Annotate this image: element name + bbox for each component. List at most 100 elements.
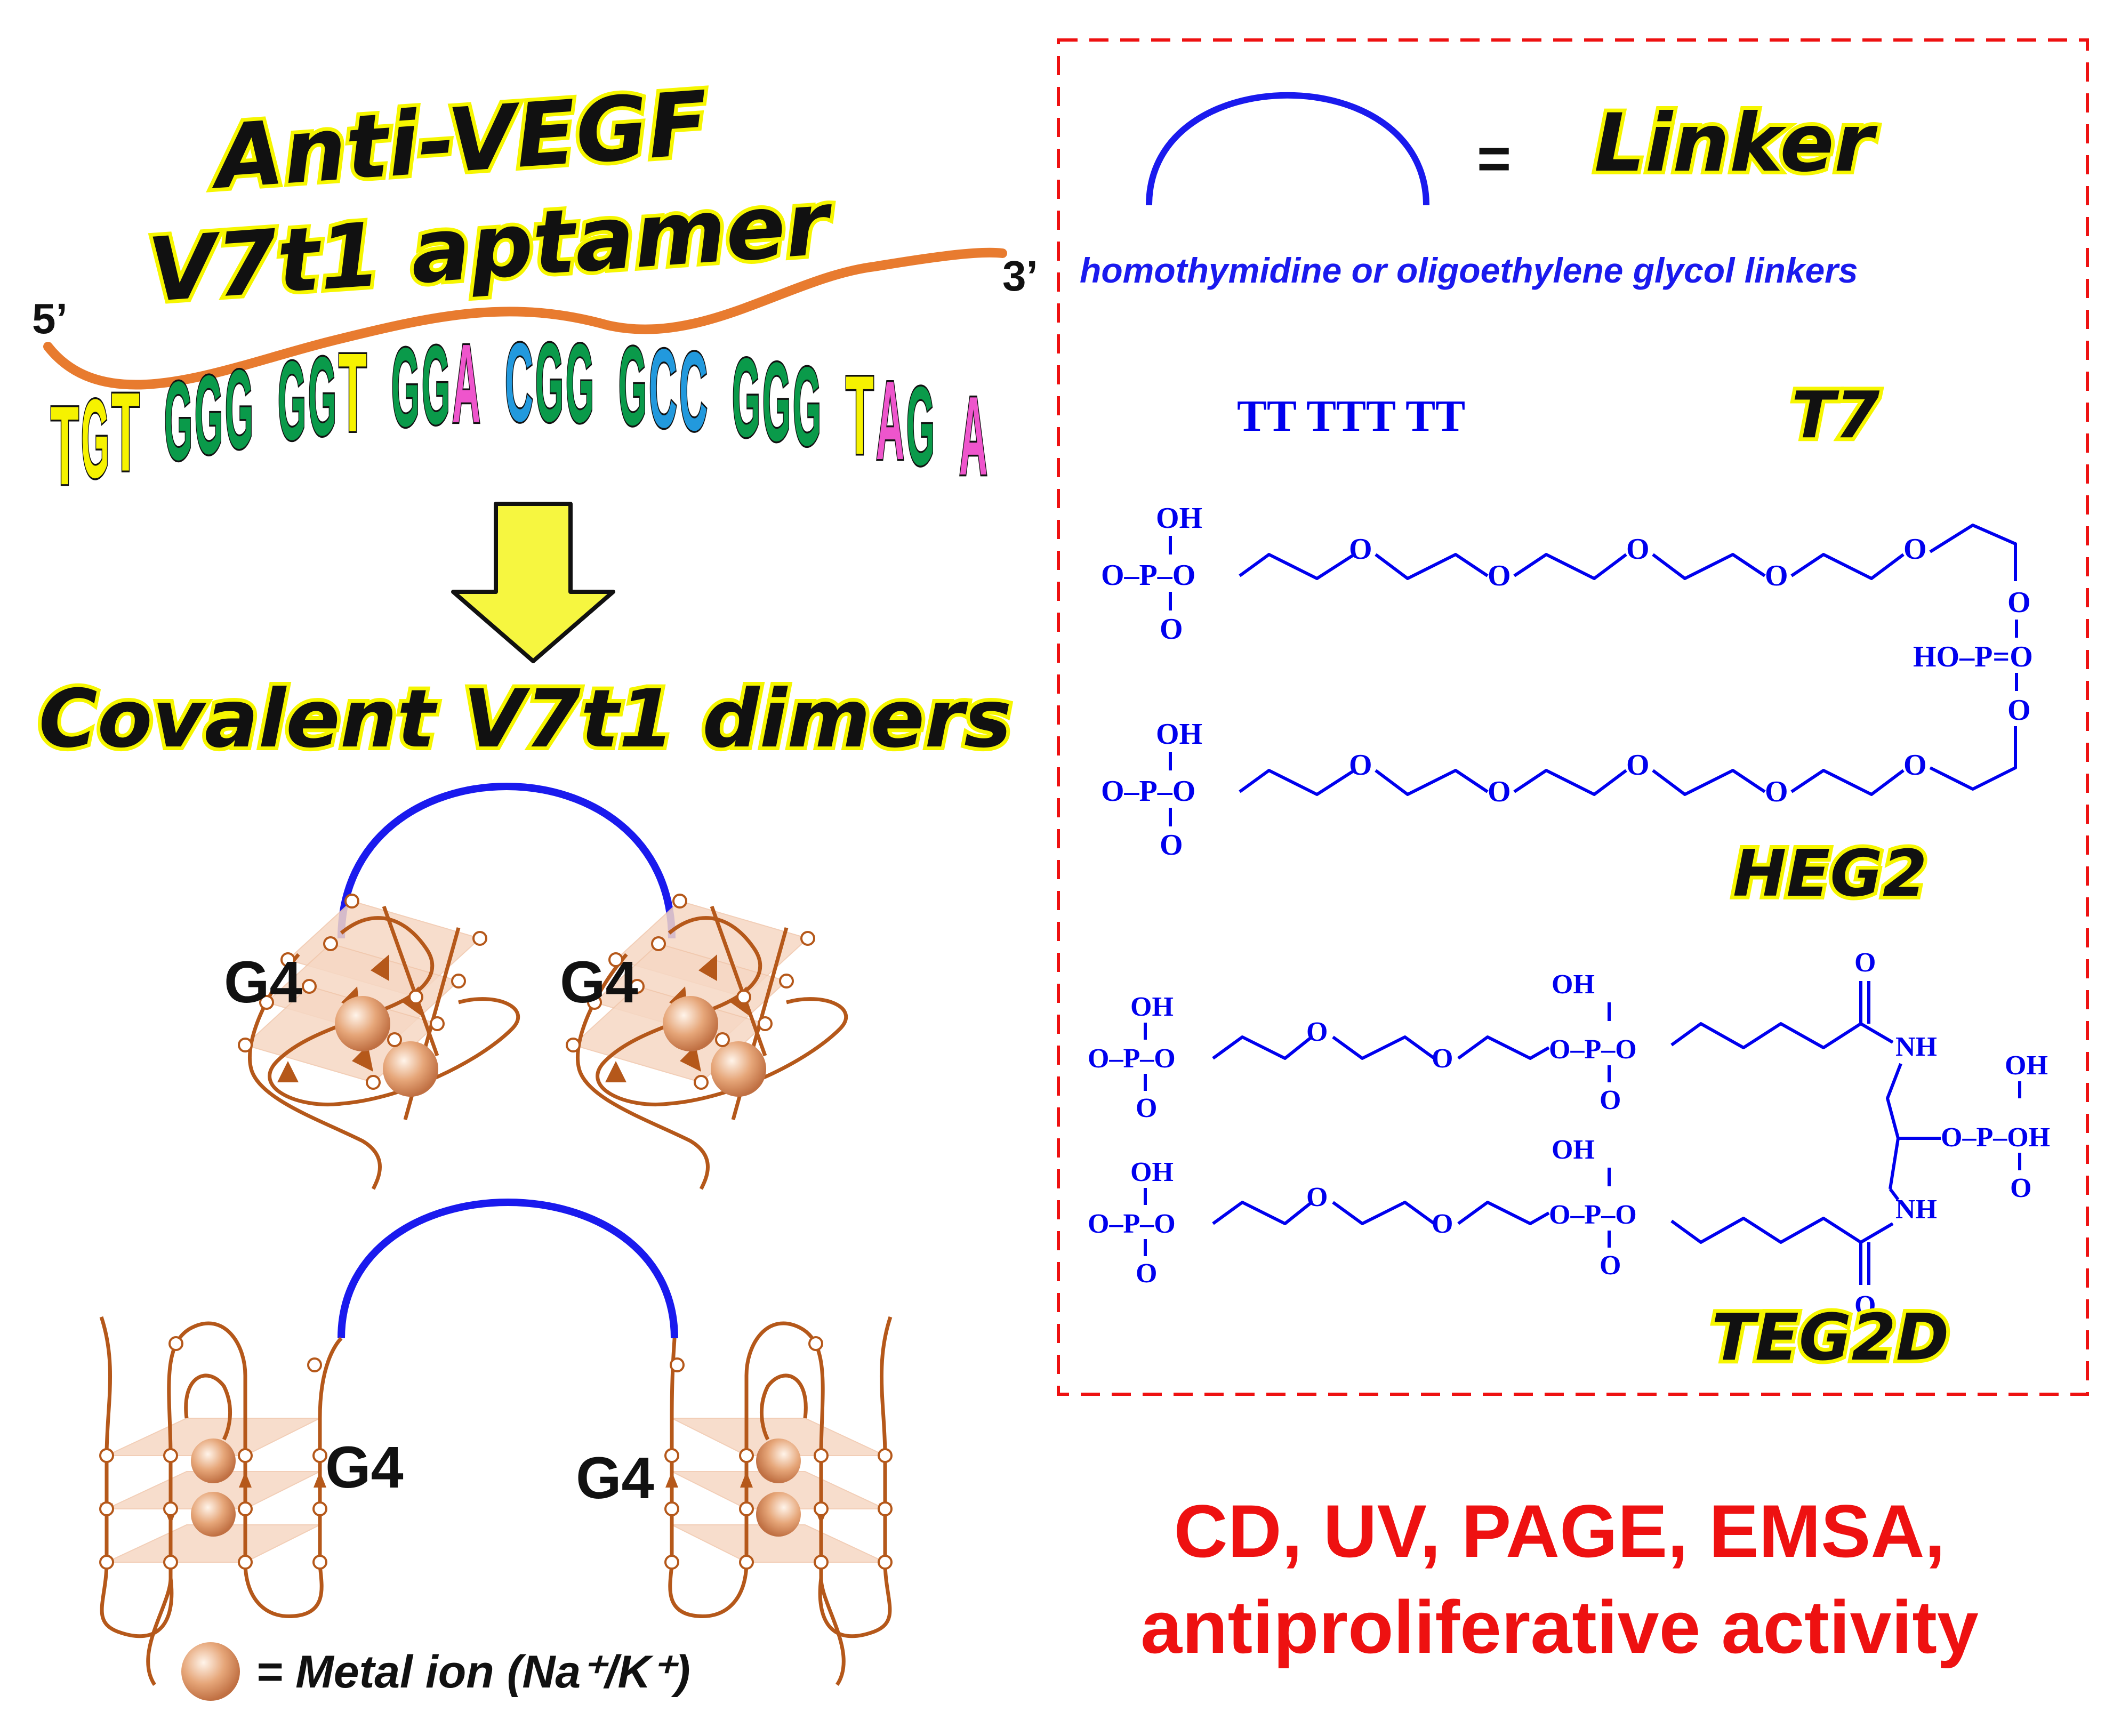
metal-ion-legend-icon bbox=[181, 1642, 240, 1701]
aptamer-title: Anti-VEGF V7t1 aptamer bbox=[141, 68, 840, 325]
teg2d-label: TEG2D bbox=[1712, 1301, 1949, 1375]
sequence-letter: T bbox=[51, 383, 79, 508]
svg-text:O: O bbox=[1854, 947, 1876, 978]
heg2-bottom-phosphate: OH O–P–O O bbox=[1101, 718, 1202, 862]
svg-text:HO–P=O: HO–P=O bbox=[1913, 640, 2033, 673]
sequence-letter: G bbox=[308, 334, 336, 459]
svg-text:O: O bbox=[1136, 1093, 1157, 1123]
aptamer-backbone bbox=[43, 247, 1007, 390]
sequence-letter: G bbox=[225, 347, 253, 472]
g4-parallel-right bbox=[566, 894, 848, 1190]
sequence-letter: G bbox=[906, 363, 935, 488]
g4-parallel-left bbox=[238, 894, 520, 1190]
svg-text:OH: OH bbox=[1156, 718, 1202, 751]
linker-title: Linker bbox=[1594, 97, 1878, 190]
svg-text:O: O bbox=[2010, 1173, 2031, 1203]
methods-line1: CD, UV, PAGE, EMSA, bbox=[1174, 1489, 1946, 1573]
heg2-top-phosphate: OH O–P–O O bbox=[1101, 502, 1202, 646]
g4-label-1: G4 bbox=[224, 950, 302, 1015]
sequence-letter: A bbox=[959, 373, 987, 499]
svg-text:O: O bbox=[1765, 559, 1788, 592]
sequence-letter: G bbox=[793, 344, 821, 469]
g4-antiparallel-right bbox=[664, 1316, 893, 1686]
svg-text:O: O bbox=[1306, 1017, 1328, 1047]
svg-text:O: O bbox=[1488, 775, 1511, 808]
svg-text:OH: OH bbox=[1130, 1157, 1174, 1187]
svg-text:O: O bbox=[1765, 775, 1788, 808]
svg-text:O: O bbox=[2007, 694, 2031, 727]
svg-text:O: O bbox=[1626, 533, 1650, 566]
sequence-letter: G bbox=[422, 323, 450, 448]
dimers-title: Covalent V7t1 dimers bbox=[39, 673, 1012, 766]
svg-text:OH: OH bbox=[1130, 992, 1174, 1022]
svg-text:O: O bbox=[2007, 586, 2031, 619]
svg-text:O–P–O: O–P–O bbox=[1549, 1200, 1637, 1230]
heg2-label: HEG2 bbox=[1733, 837, 1927, 911]
sequence-letter: G bbox=[278, 338, 306, 463]
svg-text:O: O bbox=[1600, 1085, 1621, 1115]
svg-text:O: O bbox=[1488, 559, 1511, 592]
sequence-letter: T bbox=[111, 369, 140, 495]
svg-text:NH: NH bbox=[1895, 1032, 1937, 1062]
svg-text:O: O bbox=[1136, 1258, 1157, 1289]
g4-label-2: G4 bbox=[560, 950, 638, 1015]
svg-text:O: O bbox=[1306, 1182, 1328, 1212]
sequence-letter: G bbox=[164, 358, 192, 484]
t7-label: T7 bbox=[1791, 379, 1880, 453]
svg-text:O: O bbox=[1432, 1043, 1453, 1074]
svg-text:O: O bbox=[1600, 1250, 1621, 1281]
sequence-letter: C bbox=[679, 328, 708, 454]
svg-text:NH: NH bbox=[1895, 1194, 1937, 1225]
svg-text:O–P–O: O–P–O bbox=[1088, 1209, 1176, 1239]
svg-text:OH: OH bbox=[1552, 1135, 1595, 1165]
sequence-letter: G bbox=[762, 339, 791, 464]
sequence-letter: C bbox=[505, 319, 533, 445]
sequence-letter: G bbox=[195, 352, 223, 478]
down-arrow bbox=[451, 502, 615, 663]
methods-line2: antiproliferative activity bbox=[1140, 1585, 1979, 1669]
sequence-letter: G bbox=[618, 323, 647, 448]
three-prime-label: 3’ bbox=[1002, 252, 1038, 300]
svg-text:O: O bbox=[1432, 1209, 1453, 1239]
five-prime-label: 5’ bbox=[32, 295, 68, 342]
sequence-letter: A bbox=[876, 358, 904, 483]
svg-text:OH: OH bbox=[1156, 502, 1202, 535]
sequence-letter: G bbox=[566, 320, 594, 446]
linker-equals: = bbox=[1477, 126, 1511, 191]
g4-antiparallel-left bbox=[99, 1316, 343, 1686]
dimer2-linker bbox=[338, 1199, 678, 1339]
sequence-letter: C bbox=[649, 326, 677, 451]
svg-text:O–P–OH: O–P–OH bbox=[1941, 1122, 2050, 1153]
g4-label-4: G4 bbox=[576, 1445, 654, 1511]
svg-text:O: O bbox=[1626, 749, 1650, 782]
svg-text:O–P–O: O–P–O bbox=[1088, 1043, 1176, 1074]
g4-label-3: G4 bbox=[325, 1435, 404, 1500]
linker-arc-icon bbox=[1146, 92, 1429, 206]
sequence-triplet: A bbox=[958, 371, 990, 500]
t7-sequence: TT TTT TT bbox=[1237, 391, 1465, 441]
linker-box bbox=[1057, 38, 2089, 1396]
svg-text:O: O bbox=[1854, 1290, 1876, 1321]
svg-text:O–P–O: O–P–O bbox=[1101, 559, 1195, 592]
svg-text:O–P–O: O–P–O bbox=[1549, 1034, 1637, 1065]
svg-text:OH: OH bbox=[2005, 1050, 2048, 1081]
metal-ion-legend: = Metal ion (Na⁺/K⁺) bbox=[256, 1646, 690, 1698]
svg-text:O: O bbox=[1160, 613, 1183, 646]
svg-text:O: O bbox=[1903, 533, 1927, 566]
sequence-letter: T bbox=[846, 352, 874, 478]
svg-text:O–P–O: O–P–O bbox=[1101, 775, 1195, 808]
sequence-letter: G bbox=[81, 376, 109, 501]
svg-text:OH: OH bbox=[1552, 969, 1595, 1000]
svg-text:O: O bbox=[1160, 829, 1183, 862]
svg-text:O: O bbox=[1349, 749, 1372, 782]
